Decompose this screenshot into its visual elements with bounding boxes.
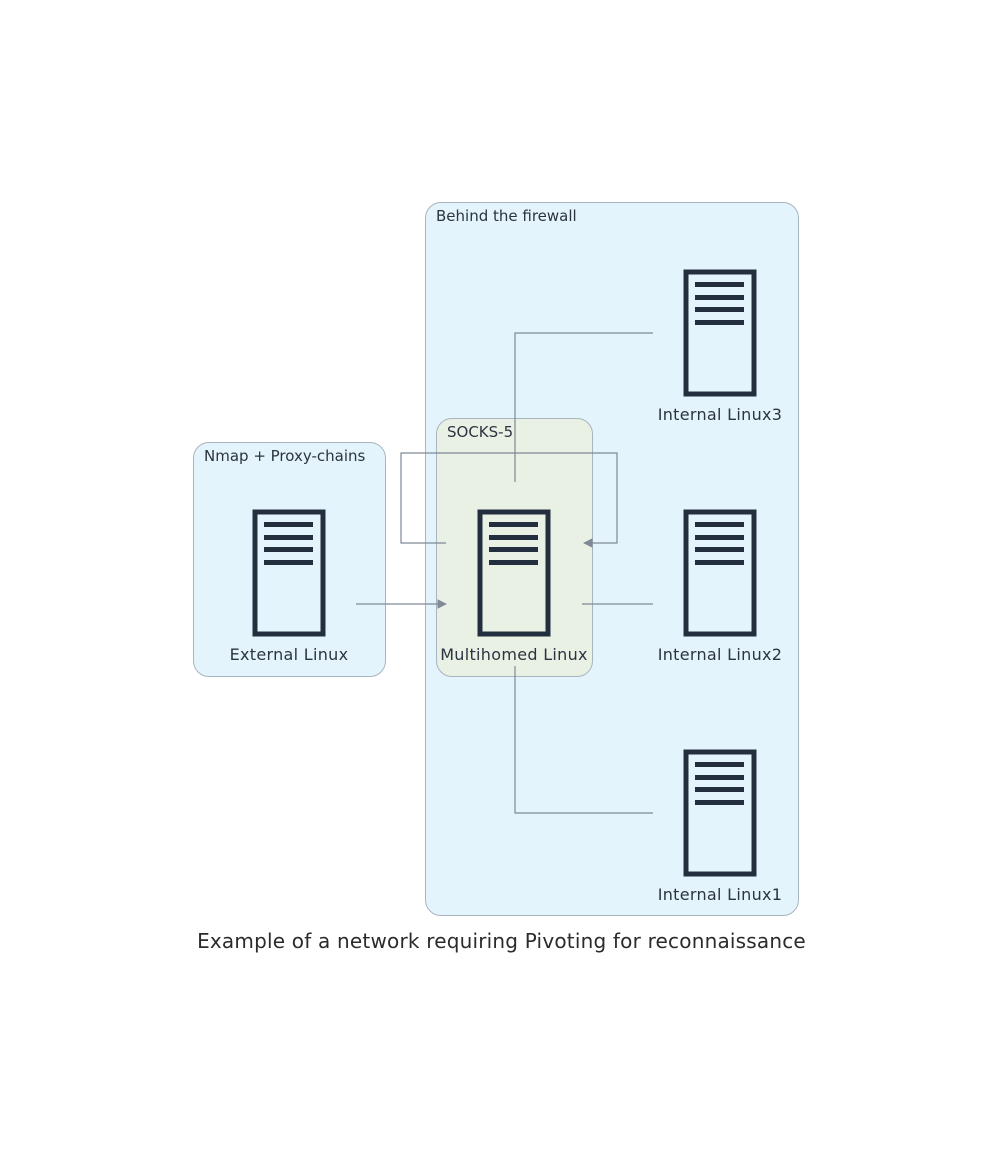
cluster-label-socks: SOCKS-5 bbox=[447, 423, 514, 441]
server-icon bbox=[683, 749, 757, 877]
edge-multihomed-self-loop bbox=[400, 452, 618, 548]
node-label-internal1: Internal Linux1 bbox=[657, 885, 783, 904]
node-external-linux[interactable]: External Linux bbox=[199, 509, 379, 664]
node-label-multihomed: Multihomed Linux bbox=[440, 645, 588, 664]
node-internal-linux2[interactable]: Internal Linux2 bbox=[630, 509, 810, 664]
cluster-label-firewall: Behind the firewall bbox=[436, 207, 577, 225]
node-label-external: External Linux bbox=[229, 645, 349, 664]
edge-multihomed-to-internal3 bbox=[514, 332, 653, 482]
edge-multihomed-to-internal1 bbox=[514, 666, 653, 814]
node-multihomed-linux[interactable]: Multihomed Linux bbox=[424, 509, 604, 664]
diagram-caption: Example of a network requiring Pivoting … bbox=[197, 929, 806, 953]
node-label-internal3: Internal Linux3 bbox=[657, 405, 783, 424]
node-internal-linux1[interactable]: Internal Linux1 bbox=[630, 749, 810, 904]
server-icon bbox=[683, 269, 757, 397]
server-icon bbox=[683, 509, 757, 637]
server-icon bbox=[252, 509, 326, 637]
server-icon bbox=[477, 509, 551, 637]
cluster-label-nmap: Nmap + Proxy-chains bbox=[204, 447, 366, 465]
node-label-internal2: Internal Linux2 bbox=[657, 645, 783, 664]
node-internal-linux3[interactable]: Internal Linux3 bbox=[630, 269, 810, 424]
cluster-nmap-proxychains: Nmap + Proxy-chains bbox=[193, 442, 386, 677]
